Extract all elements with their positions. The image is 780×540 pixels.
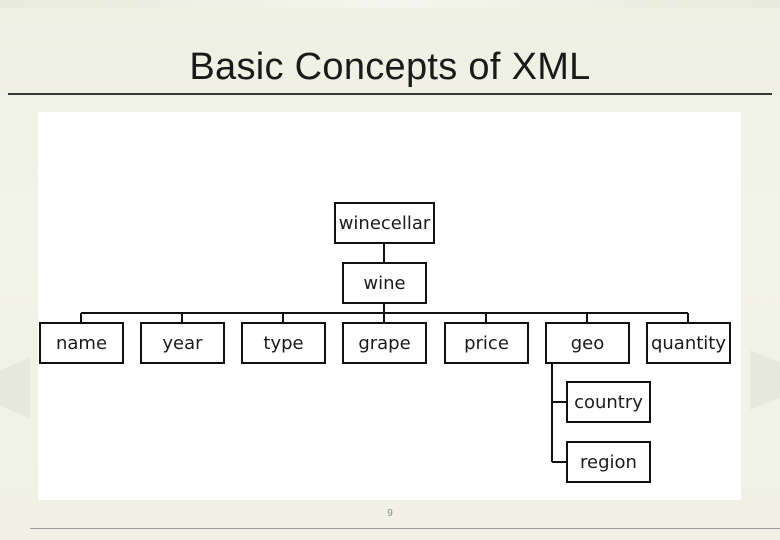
tree-connectors [80, 244, 689, 463]
node-price: price [444, 322, 529, 364]
node-grape: grape [342, 322, 427, 364]
decorative-shape-right [750, 350, 780, 410]
slide-title: Basic Concepts of XML [189, 46, 591, 88]
xml-tree-diagram: winecellar wine name year type grape pri… [38, 112, 741, 500]
top-band [0, 0, 780, 8]
page-number: 9 [387, 508, 393, 519]
title-divider [8, 93, 772, 95]
node-geo: geo [545, 322, 630, 364]
node-type: type [241, 322, 326, 364]
node-wine: wine [342, 262, 427, 304]
node-winecellar: winecellar [334, 202, 435, 244]
node-quantity: quantity [646, 322, 731, 364]
node-region: region [566, 441, 651, 483]
node-name: name [39, 322, 124, 364]
footer-divider [30, 528, 780, 529]
node-country: country [566, 381, 651, 423]
node-year: year [140, 322, 225, 364]
decorative-shape-left [0, 358, 30, 418]
